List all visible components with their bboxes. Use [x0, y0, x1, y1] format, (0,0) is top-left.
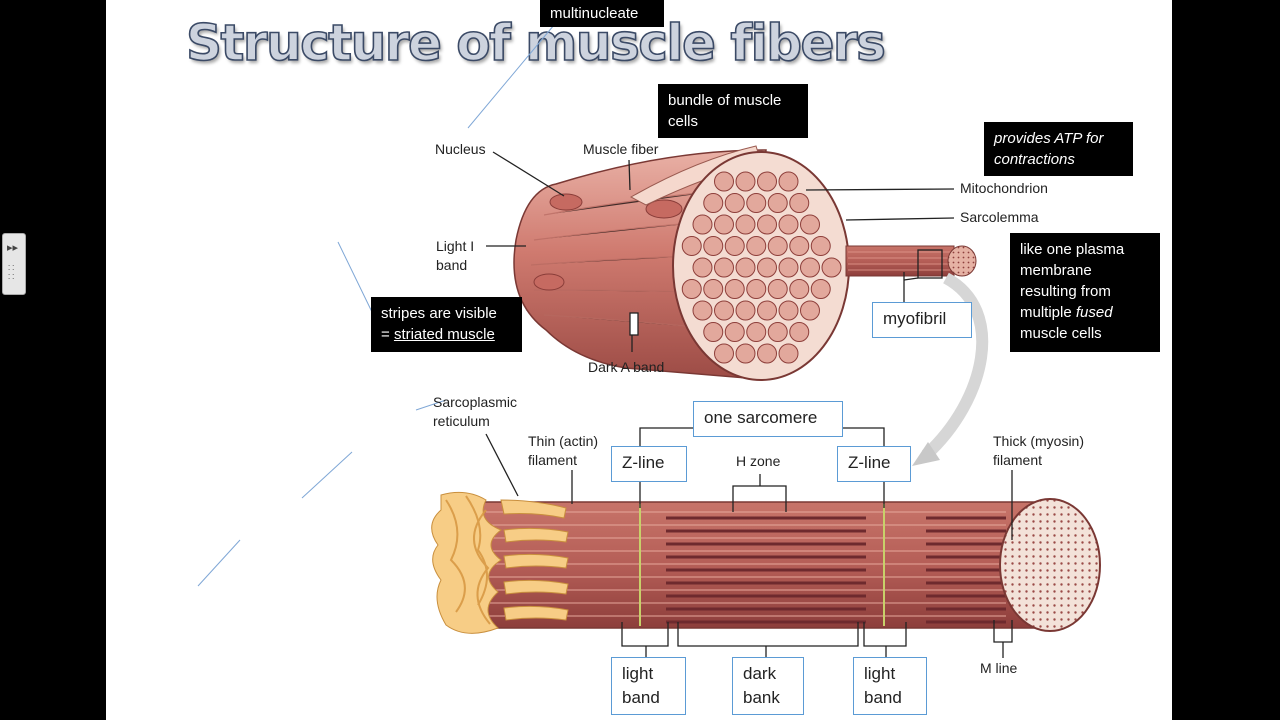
- membrane-text-2: muscle cells: [1020, 325, 1102, 342]
- myofibril-cross-section: [714, 300, 734, 321]
- myofibril-box: myofibril: [872, 302, 972, 338]
- slide: Structure of muscle fibers: [106, 0, 1172, 720]
- myofibril-cross-section: [767, 322, 788, 342]
- myofibril-cross-section: [800, 300, 820, 321]
- z-line-left-box: Z-line: [611, 446, 687, 482]
- slide-panel-tab[interactable]: ▸▸ ∷∷: [2, 233, 26, 295]
- myofibril-cross-section: [724, 322, 745, 342]
- label-muscle-fiber: Muscle fiber: [583, 141, 659, 157]
- grip-icon: ∷∷: [8, 263, 16, 283]
- bundle-callout: bundle of muscle cells: [658, 84, 808, 138]
- myofibril-cross-section: [789, 236, 810, 256]
- myofibril-cross-section: [767, 279, 788, 299]
- z-line-left-text: Z-line: [622, 453, 665, 472]
- myofibril-cross-section: [703, 193, 724, 213]
- label-h-zone: H zone: [736, 453, 781, 469]
- myofibril-cross-section: [778, 343, 799, 364]
- myofibril-cross-section: [714, 343, 734, 364]
- myofibril-cross-section: [735, 343, 756, 364]
- myofibril-cross-section: [703, 322, 724, 342]
- z-line-right-text: Z-line: [848, 453, 891, 472]
- myofibril-cross-section: [757, 343, 777, 364]
- bundle-text: bundle of muscle cells: [668, 92, 782, 130]
- multinucleate-callout: multinucleate: [540, 0, 664, 27]
- myofibril-cross-section: [692, 214, 713, 235]
- myofibril-cross-section: [746, 236, 767, 256]
- label-thick-filament: Thick (myosin) filament: [993, 433, 1085, 468]
- label-sarcoplasmic: Sarcoplasmic reticulum: [433, 394, 518, 429]
- expand-arrows-icon: ▸▸: [7, 242, 19, 254]
- myofibril-cross-section: [714, 257, 734, 278]
- myofibril-cross-section: [767, 193, 788, 213]
- label-light-i-band: Light I band: [436, 238, 475, 273]
- light-band-right-box: light band: [853, 657, 927, 715]
- light-band-left-box: light band: [611, 657, 686, 715]
- myofibril-cross-section: [789, 322, 810, 342]
- label-nucleus: Nucleus: [435, 141, 486, 157]
- myofibril-cross-section: [757, 171, 777, 192]
- myofibril-cross-section: [681, 279, 702, 299]
- atp-callout: provides ATP for contractions: [984, 122, 1133, 176]
- myofibril-cross-section: [778, 214, 799, 235]
- myofibril-cross-section: [692, 257, 713, 278]
- myofibril-cross-section: [789, 279, 810, 299]
- myofibril-illustration: [431, 491, 1101, 634]
- membrane-fused-text: fused: [1075, 304, 1113, 321]
- myofibril-cross-section: [703, 279, 724, 299]
- myofibril-cross-section: [810, 236, 831, 256]
- label-m-line: M line: [980, 660, 1018, 676]
- z-line-right-box: Z-line: [837, 446, 911, 482]
- myofibril-cross-section: [735, 171, 756, 192]
- dark-bank-text: dark bank: [743, 664, 780, 707]
- light-band-left-text: light band: [622, 664, 660, 707]
- one-sarcomere-text: one sarcomere: [704, 408, 818, 427]
- myofibril-cross-section: [821, 257, 842, 278]
- membrane-text-1: like one plasma membrane resulting from …: [1020, 241, 1125, 321]
- dark-bank-box: dark bank: [732, 657, 804, 715]
- myofibril-cross-section: [767, 236, 788, 256]
- myofibril-cross-section: [703, 236, 724, 256]
- atp-text: provides ATP for contractions: [994, 130, 1104, 168]
- myofibril-cross-section: [714, 171, 734, 192]
- myofibril-cross-section: [746, 193, 767, 213]
- myofibril-cross-sections: [681, 171, 842, 364]
- myofibril-cross-section: [778, 300, 799, 321]
- light-band-right-text: light band: [864, 664, 902, 707]
- label-mitochondrion: Mitochondrion: [960, 180, 1048, 196]
- myofibril-cross-section: [681, 236, 702, 256]
- myofibril-text: myofibril: [883, 309, 947, 328]
- myofibril-cross-section: [714, 214, 734, 235]
- multinucleate-text: multinucleate: [550, 5, 639, 22]
- myofibril-cross-section: [746, 279, 767, 299]
- membrane-callout: like one plasma membrane resulting from …: [1010, 233, 1160, 352]
- label-thin-filament: Thin (actin) filament: [528, 433, 599, 468]
- myofibril-cross-section: [746, 322, 767, 342]
- stripes-callout: stripes are visible = striated muscle: [371, 297, 522, 352]
- muscle-fiber-illustration: [513, 145, 977, 381]
- muscle-diagram: [197, 24, 1101, 658]
- label-sarcolemma: Sarcolemma: [960, 209, 1039, 225]
- myofibril-cross-section: [757, 214, 777, 235]
- myofibril-cross-section: [757, 257, 777, 278]
- myofibril-cross-section: [724, 193, 745, 213]
- myofibril-cross-section: [735, 257, 756, 278]
- myofibril-cross-section: [778, 257, 799, 278]
- myofibril-cross-section: [800, 214, 820, 235]
- myofibril-cross-section: [778, 171, 799, 192]
- myofibril-cross-section: [692, 300, 713, 321]
- myofibril-cross-section: [724, 279, 745, 299]
- one-sarcomere-box: one sarcomere: [693, 401, 843, 437]
- stripes-text: stripes are visible: [381, 305, 497, 322]
- myofibril-cross-section: [789, 193, 810, 213]
- myofibril-cross-section: [800, 257, 820, 278]
- myofibril-cross-section: [735, 300, 756, 321]
- striated-muscle-link: striated muscle: [393, 326, 495, 343]
- myofibril-cross-section: [757, 300, 777, 321]
- myofibril-cross-section: [724, 236, 745, 256]
- label-dark-a-band: Dark A band: [588, 359, 665, 375]
- slide-title: Structure of muscle fibers: [185, 13, 886, 73]
- stripes-eq: =: [381, 326, 394, 343]
- myofibril-cross-section: [735, 214, 756, 235]
- myofibril-cross-section: [810, 279, 831, 299]
